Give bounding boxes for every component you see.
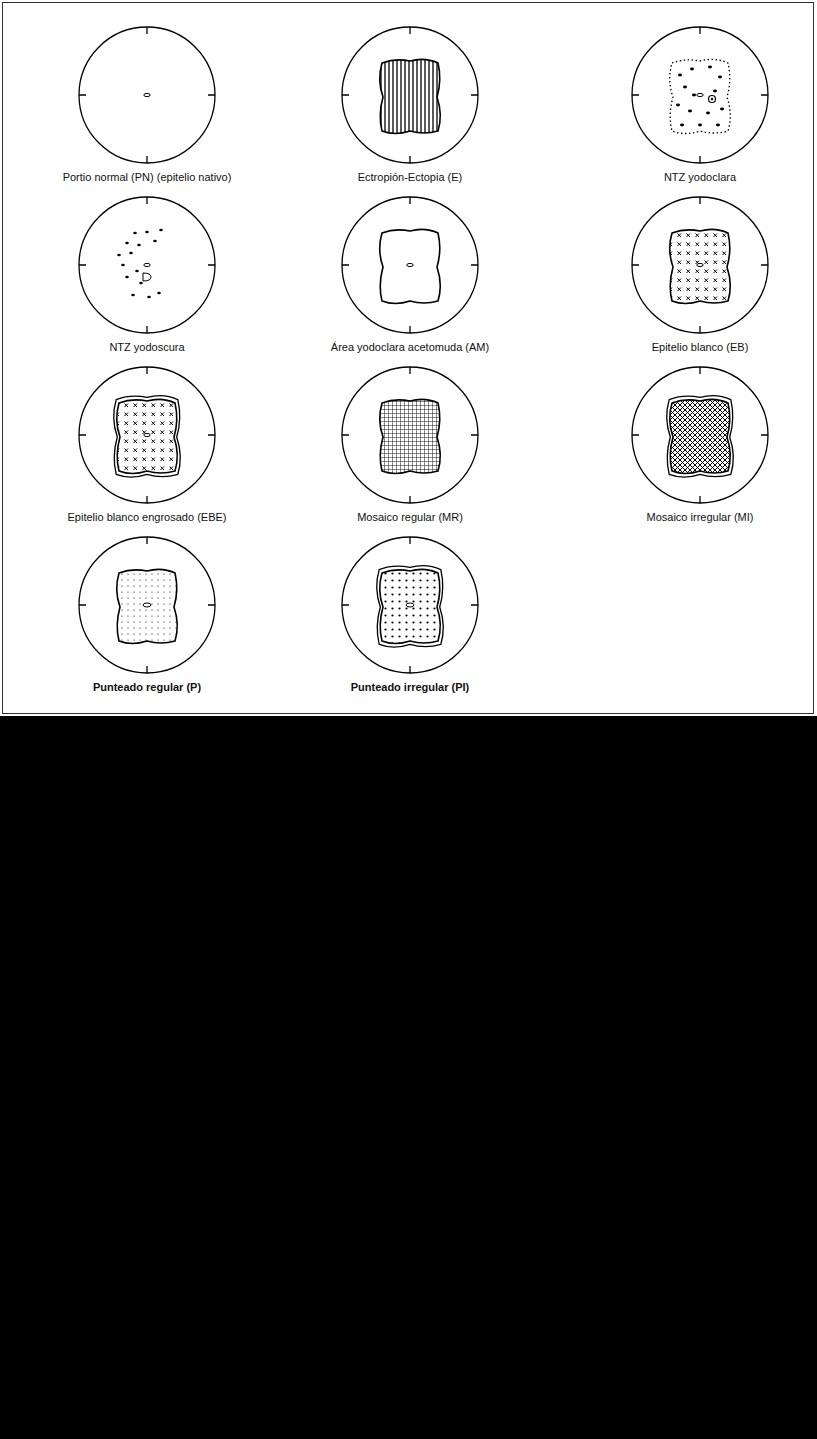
cervix-illustration [340, 365, 480, 505]
cervix-illustration [340, 25, 480, 165]
colposcopy-figure: Mosaico regular (MR) [300, 365, 520, 524]
figure-caption: Punteado regular (P) [37, 681, 257, 694]
figure-caption: Epitelio blanco (EB) [590, 341, 810, 354]
cervix-illustration [630, 25, 770, 165]
figure-caption: NTZ yodoscura [37, 341, 257, 354]
colposcopy-figure: Portio normal (PN) (epitelio nativo) [37, 25, 257, 184]
figure-caption: Punteado irregular (PI) [300, 681, 520, 694]
colposcopy-figure: Epitelio blanco (EB) [590, 195, 810, 354]
black-area [0, 716, 817, 1439]
figure-caption: Mosaico irregular (MI) [590, 511, 810, 524]
colposcopy-figure: Epitelio blanco engrosado (EBE) [37, 365, 257, 524]
figure-caption: Epitelio blanco engrosado (EBE) [37, 511, 257, 524]
cervix-illustration [77, 365, 217, 505]
cervix-illustration [77, 25, 217, 165]
cervix-illustration [630, 365, 770, 505]
figure-caption: Área yodoclara acetomuda (AM) [300, 341, 520, 354]
figure-caption: NTZ yodoclara [590, 171, 810, 184]
colposcopy-figure: Mosaico irregular (MI) [590, 365, 810, 524]
cervix-illustration [77, 535, 217, 675]
figure-caption: Portio normal (PN) (epitelio nativo) [37, 171, 257, 184]
cervix-illustration [630, 195, 770, 335]
cervix-illustration [77, 195, 217, 335]
colposcopy-figure: Área yodoclara acetomuda (AM) [300, 195, 520, 354]
colposcopy-figure: Ectropión-Ectopia (E) [300, 25, 520, 184]
cervix-illustration [340, 195, 480, 335]
figure-caption: Ectropión-Ectopia (E) [300, 171, 520, 184]
colposcopy-figure: NTZ yodoscura [37, 195, 257, 354]
figure-caption: Mosaico regular (MR) [300, 511, 520, 524]
colposcopy-figure: NTZ yodoclara [590, 25, 810, 184]
colposcopy-figure: Punteado regular (P) [37, 535, 257, 694]
colposcopy-figure: Punteado irregular (PI) [300, 535, 520, 694]
cervix-illustration [340, 535, 480, 675]
